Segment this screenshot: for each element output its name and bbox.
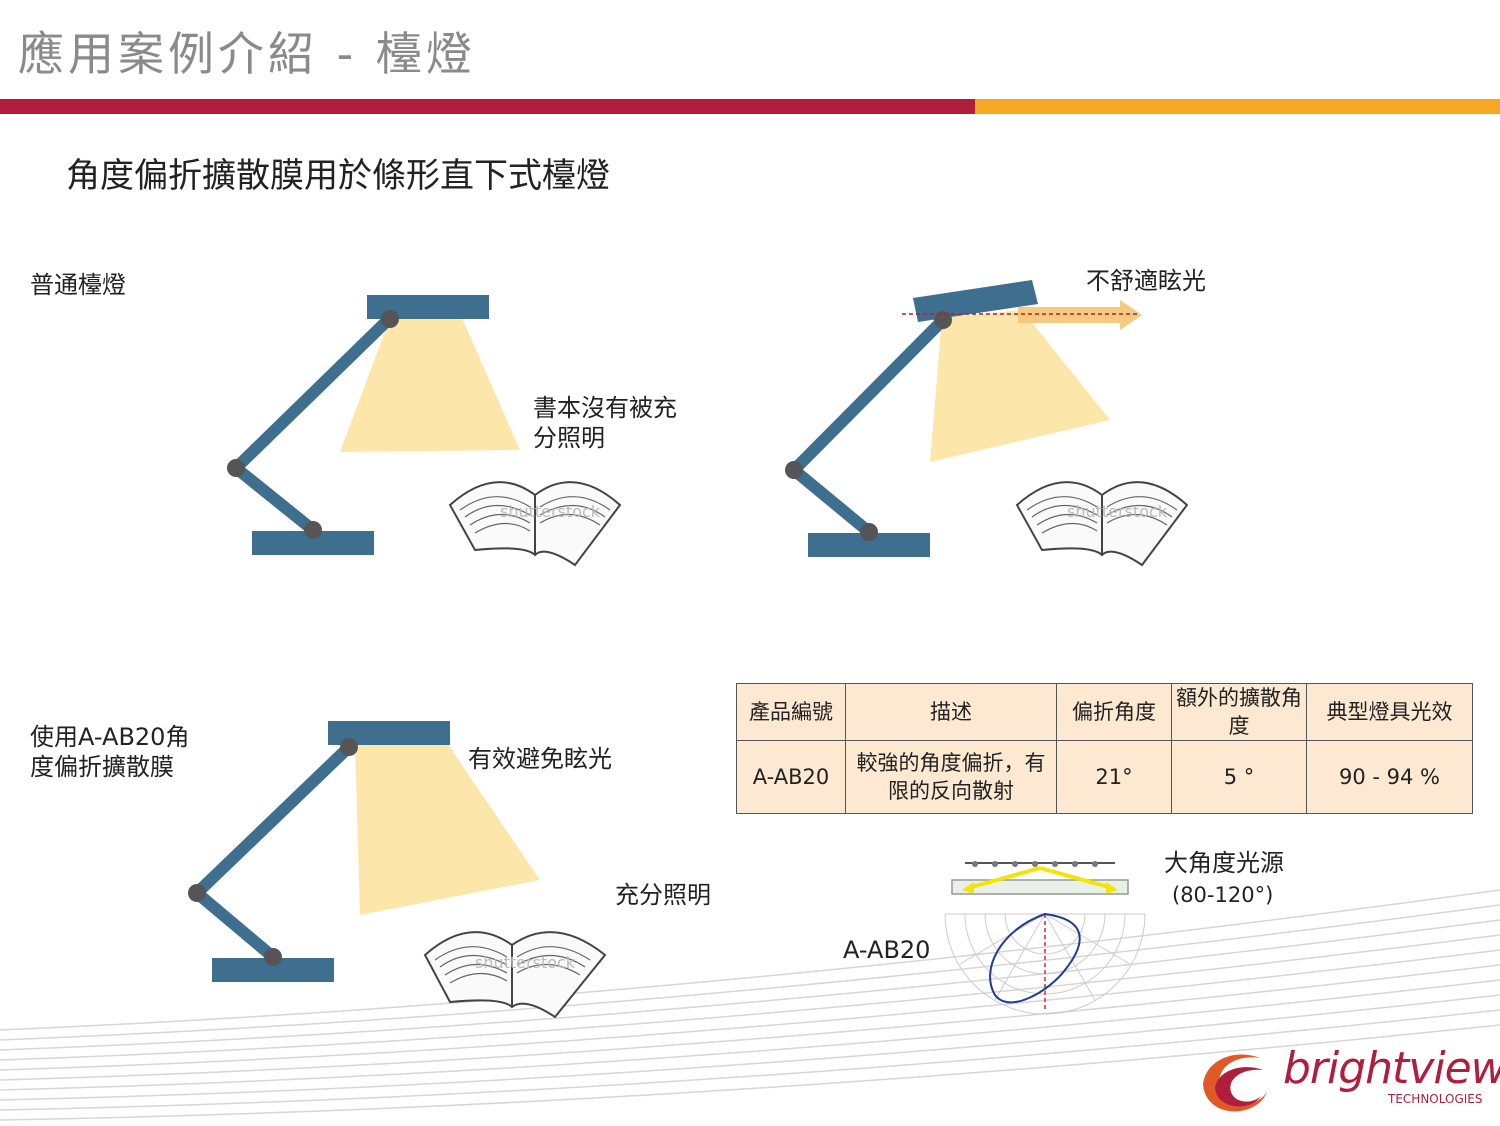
film-lamp-illustration [188, 721, 540, 982]
book-watermark: shutterstock [475, 953, 576, 972]
header-bar-red [0, 99, 975, 114]
glare-label: 不舒適眩光 [1086, 267, 1206, 295]
open-book-image: shutterstock [448, 481, 622, 567]
table-cell: 5 ° [1171, 740, 1307, 814]
table-cell: A-AB20 [736, 740, 846, 814]
normal-lamp-label: 普通檯燈 [30, 271, 126, 299]
background-swoosh [0, 889, 1500, 1121]
header-bar-orange [975, 99, 1500, 114]
light-source-range: (80-120°) [1172, 883, 1274, 907]
slide-subtitle: 角度偏折擴散膜用於條形直下式檯燈 [66, 156, 610, 196]
avoid-glare-note: 有效避免眩光 [468, 745, 612, 773]
tilted-lamp-illustration [785, 280, 1142, 557]
table-header-cell: 額外的擴散角度 [1171, 683, 1307, 741]
table-header-cell: 描述 [845, 683, 1057, 741]
table-header-row: 產品編號 描述 偏折角度 額外的擴散角度 典型燈具光效 [736, 683, 1473, 741]
brightview-logo-tagline: TECHNOLOGIES [1388, 1092, 1483, 1106]
light-source-diagram [944, 861, 1146, 1015]
book-watermark: shutterstock [1067, 502, 1168, 521]
open-book-image: shutterstock [423, 931, 607, 1019]
light-source-label: 大角度光源 [1164, 849, 1284, 877]
table-header-cell: 典型燈具光效 [1306, 683, 1473, 741]
diagram-product-label: A-AB20 [843, 936, 931, 964]
slide-title: 應用案例介紹 - 檯燈 [18, 27, 476, 81]
table-cell: 較強的角度偏折，有限的反向散射 [845, 740, 1057, 814]
table-header-cell: 偏折角度 [1056, 683, 1172, 741]
normal-lamp-note: 書本沒有被充分照明 [533, 394, 677, 452]
spec-table: 產品編號 描述 偏折角度 額外的擴散角度 典型燈具光效 A-AB20 較強的角度… [736, 683, 1473, 814]
table-header-cell: 產品編號 [736, 683, 846, 741]
brightview-logo-text: brightview [1283, 1043, 1500, 1094]
book-watermark: shutterstock [500, 502, 601, 521]
open-book-image: shutterstock [1015, 481, 1189, 567]
table-cell: 90 - 94 % [1306, 740, 1473, 814]
film-lamp-label: 使用A-AB20角度偏折擴散膜 [30, 723, 190, 781]
brightview-swirl-logo-icon [1203, 1054, 1267, 1112]
table-row: A-AB20 較強的角度偏折，有限的反向散射 21° 5 ° 90 - 94 % [736, 740, 1473, 814]
normal-lamp-illustration [227, 295, 520, 555]
full-light-note: 充分照明 [615, 881, 711, 909]
table-cell: 21° [1056, 740, 1172, 814]
